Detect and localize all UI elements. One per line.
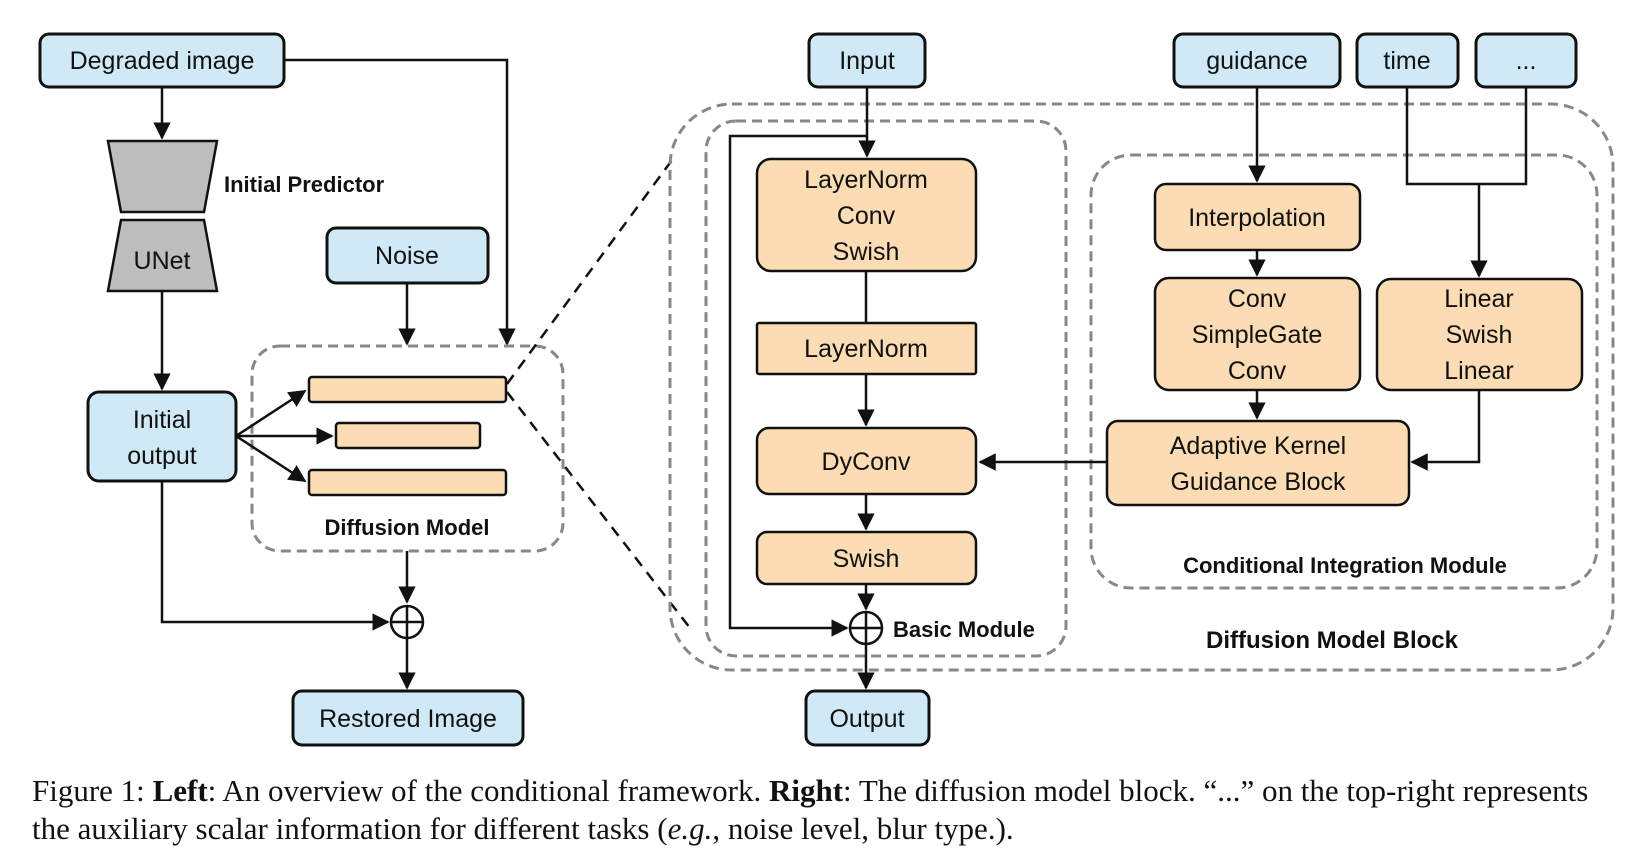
diffusion-bar-middle: [334, 421, 482, 450]
swish-label: Swish: [833, 545, 900, 573]
linear-swish-linear-line3: Linear: [1444, 357, 1514, 385]
arrow-initial-to-bar-bottom: [235, 434, 307, 483]
output-box: [804, 689, 931, 747]
unet-shape: [106, 218, 219, 293]
caption-figure-label: Figure 1:: [32, 773, 145, 808]
restored-image-box: [291, 689, 525, 747]
diffusion-model-container: [250, 344, 565, 553]
caption-left-bold: Left: [152, 773, 208, 808]
noise-label: Noise: [375, 242, 439, 270]
conv-simplegate-conv-line3: Conv: [1228, 357, 1287, 385]
initial-predictor-label: Initial Predictor: [224, 172, 385, 197]
conv-simplegate-conv-line1: Conv: [1228, 285, 1287, 313]
diffusion-bar-top: [307, 375, 508, 404]
framework-diagram: Degraded image UNet Initial Predictor In…: [38, 32, 1615, 747]
conditional-integration-container: [1089, 153, 1599, 590]
input-label: Input: [839, 47, 895, 75]
figure-caption: Figure 1: Left: An overview of the condi…: [32, 772, 1622, 848]
initial-output-label-line2: output: [127, 442, 197, 470]
initial-output-label-line1: Initial: [133, 406, 191, 434]
guidance-label: guidance: [1206, 47, 1307, 75]
output-label: Output: [829, 705, 904, 733]
interpolation-label: Interpolation: [1188, 204, 1326, 232]
diffusion-model-block-label: Diffusion Model Block: [1206, 627, 1459, 654]
linear-swish-linear-line2: Swish: [1446, 321, 1513, 349]
zoom-line-top: [505, 155, 677, 385]
conditional-integration-label: Conditional Integration Module: [1183, 553, 1507, 578]
layernorm-label: LayerNorm: [804, 335, 928, 363]
residual-sum-icon: [848, 610, 884, 646]
basic-module-container: [704, 119, 1068, 658]
diffusion-model-block-container: [668, 102, 1615, 672]
layernorm-conv-swish-line1: LayerNorm: [804, 166, 928, 194]
link-time-down: [1405, 87, 1528, 186]
restored-image-label: Restored Image: [319, 705, 497, 733]
skip-connection: [728, 134, 867, 637]
arrow-initial-to-sum: [160, 481, 390, 631]
caption-tail: , noise level, blur type.).: [712, 811, 1014, 846]
unet-label: UNet: [134, 247, 191, 275]
arrow-initial-to-bar-top: [235, 389, 307, 438]
arrow-linear-to-adaptive: [1410, 390, 1481, 471]
linear-swish-linear-line1: Linear: [1444, 285, 1514, 313]
diffusion-bar-bottom: [307, 468, 508, 497]
caption-right-text: : The diffusion model block. “...” on th…: [32, 773, 1589, 846]
basic-module-label: Basic Module: [893, 617, 1035, 642]
sum-icon: [389, 604, 425, 640]
caption-left-text: : An overview of the conditional framewo…: [207, 773, 762, 808]
layernorm-conv-swish-line2: Conv: [837, 202, 896, 230]
caption-eg: e.g.: [667, 811, 713, 846]
conv-simplegate-conv-line2: SimpleGate: [1192, 321, 1323, 349]
caption-right-bold: Right: [768, 773, 844, 808]
zoom-line-bottom: [506, 391, 691, 629]
diffusion-model-label: Diffusion Model: [325, 515, 490, 540]
dyconv-label: DyConv: [822, 448, 911, 476]
adaptive-kernel-line2: Guidance Block: [1170, 468, 1346, 496]
degraded-image-label: Degraded image: [70, 47, 255, 75]
ellipsis-label: ...: [1516, 47, 1537, 75]
arrow-degraded-to-diffusion: [284, 58, 516, 346]
adaptive-kernel-line1: Adaptive Kernel: [1170, 432, 1347, 460]
encoder-shape: [106, 139, 219, 214]
layernorm-conv-swish-line3: Swish: [833, 238, 900, 266]
time-label: time: [1383, 47, 1430, 75]
